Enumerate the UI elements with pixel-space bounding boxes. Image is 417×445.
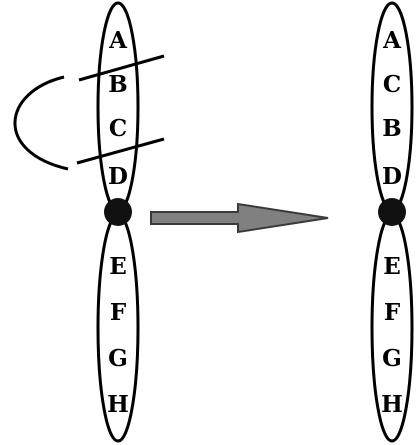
band-label-after-1: C (383, 71, 401, 98)
band-label-after-3: D (382, 163, 402, 190)
band-label-before-4: E (109, 253, 127, 280)
inversion-loop (15, 77, 68, 169)
band-label-before-0: A (108, 27, 128, 54)
centromere-before (104, 198, 132, 226)
chromosome-after: A C B D E F G H (372, 3, 412, 441)
band-label-after-6: G (382, 345, 402, 372)
band-label-before-6: G (108, 345, 128, 372)
band-label-after-2: B (382, 115, 401, 142)
band-label-after-5: F (384, 299, 401, 326)
band-label-after-4: E (383, 253, 401, 280)
chromosome-before: A B C D E F G H (15, 3, 164, 441)
centromere-after (378, 198, 406, 226)
band-label-before-2: C (109, 115, 127, 142)
band-label-after-0: A (382, 27, 402, 54)
band-label-before-1: B (108, 71, 127, 98)
band-label-before-5: F (110, 299, 127, 326)
band-label-before-7: H (107, 391, 129, 418)
break-line-lower (77, 139, 164, 163)
band-label-before-3: D (108, 163, 128, 190)
band-label-after-7: H (381, 391, 403, 418)
right-arrow-icon (151, 204, 328, 232)
